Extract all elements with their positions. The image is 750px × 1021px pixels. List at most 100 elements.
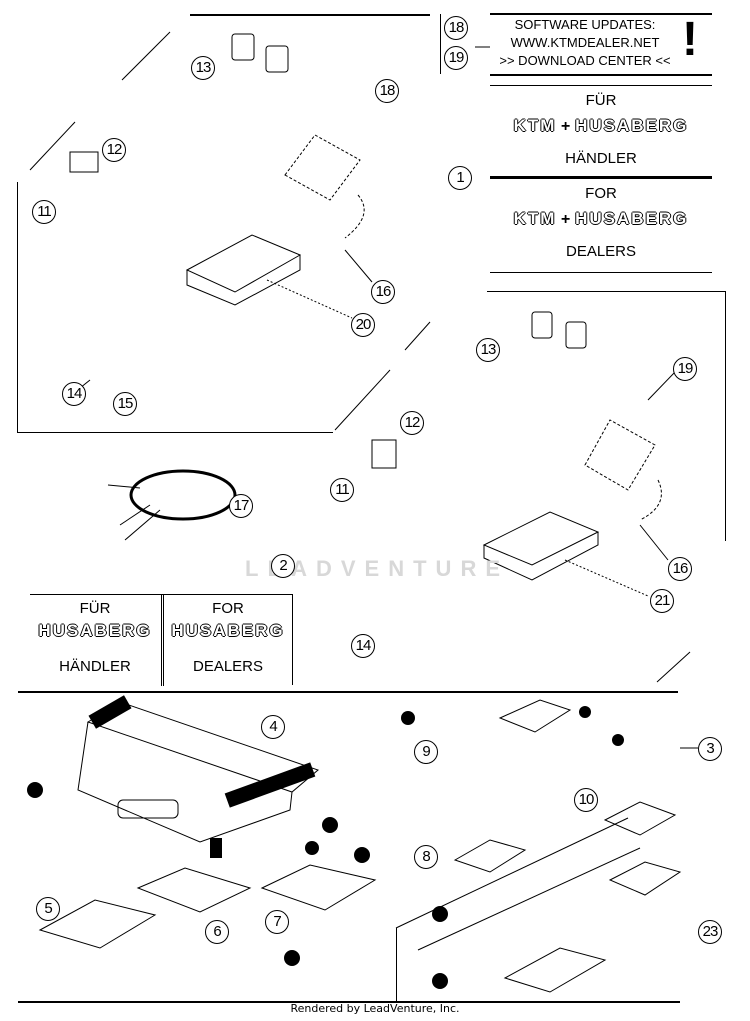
callout-19-notice[interactable]: 19 <box>444 46 468 70</box>
label-fur: FÜR <box>79 600 111 617</box>
callout-5[interactable]: 5 <box>36 897 60 921</box>
notice-bottom-rule <box>490 74 712 76</box>
software-card-19 <box>584 419 656 491</box>
software-card-18 <box>284 134 361 201</box>
pin-card-6 <box>136 867 252 913</box>
label-fur: FÜR <box>585 92 617 109</box>
plus-sign: + <box>560 118 571 135</box>
plug-part <box>612 734 624 746</box>
label-handler: HÄNDLER <box>565 150 637 167</box>
cap-part-13 <box>265 45 289 73</box>
callout-8[interactable]: 8 <box>414 845 438 869</box>
plug-part <box>305 841 319 855</box>
label-for: FOR <box>212 600 244 617</box>
footer-credit: Rendered by LeadVenture, Inc. <box>290 1002 460 1015</box>
plug-part-9 <box>401 711 415 725</box>
ktm-husaberg-label-en: FOR KTM + HUSABERG DEALERS <box>490 183 712 263</box>
callout-21[interactable]: 21 <box>650 589 674 613</box>
plug-part <box>284 950 300 966</box>
frame-diagonal <box>404 321 431 351</box>
callout-15[interactable]: 15 <box>113 392 137 416</box>
notice-line-3: >> DOWNLOAD CENTER << <box>499 53 671 68</box>
callout-11b[interactable]: 11 <box>330 478 354 502</box>
callout-14a[interactable]: 14 <box>62 382 86 406</box>
callout-17[interactable]: 17 <box>229 494 253 518</box>
label-top-rule <box>490 85 712 86</box>
module-10 <box>603 801 677 836</box>
group2-frame-right <box>725 291 726 541</box>
ktm-logo: KTM <box>513 116 557 135</box>
husaberg-logo: HUSABERG <box>575 116 689 135</box>
callout-6[interactable]: 6 <box>205 920 229 944</box>
callout-4[interactable]: 4 <box>261 715 285 739</box>
adapter-12 <box>371 439 397 469</box>
top-frame-line <box>190 14 430 16</box>
callout-12a[interactable]: 12 <box>102 138 126 162</box>
section-divider <box>18 691 678 693</box>
software-notice: SOFTWARE UPDATES: WWW.KTMDEALER.NET >> D… <box>490 16 680 70</box>
group2-frame-top <box>487 291 725 292</box>
pin-card-5 <box>38 899 157 949</box>
plug-part <box>579 706 591 718</box>
callout-12b[interactable]: 12 <box>400 411 424 435</box>
pin-card-23 <box>503 947 607 993</box>
husaberg-label-de: FÜR HUSABERG HÄNDLER <box>30 598 160 678</box>
label-handler: HÄNDLER <box>59 658 131 675</box>
notice-top-rule <box>490 13 712 15</box>
callout-20[interactable]: 20 <box>351 313 375 337</box>
husaberg-logo: HUSABERG <box>165 620 291 644</box>
adapter-12 <box>69 151 99 173</box>
cap-part-13 <box>231 33 255 61</box>
callout-16a[interactable]: 16 <box>371 280 395 304</box>
husaberg-label-en: FOR HUSABERG DEALERS <box>165 598 291 678</box>
frame-diagonal <box>121 31 171 81</box>
tester-unit-20 <box>185 234 302 293</box>
notice-line-1: SOFTWARE UPDATES: <box>514 17 656 32</box>
label-bottom-rule <box>490 272 712 273</box>
callout-13a[interactable]: 13 <box>191 56 215 80</box>
callout-16b[interactable]: 16 <box>668 557 692 581</box>
callout-23[interactable]: 23 <box>698 920 722 944</box>
callout-2[interactable]: 2 <box>271 554 295 578</box>
callout-10[interactable]: 10 <box>574 788 598 812</box>
plug-part <box>322 817 338 833</box>
callout-18-notice[interactable]: 18 <box>444 16 468 40</box>
cable-17 <box>129 469 237 521</box>
frame-diagonal <box>29 121 76 171</box>
callout-11a[interactable]: 11 <box>32 200 56 224</box>
husaberg-logo-text: HUSABERG <box>38 621 152 640</box>
callout-19[interactable]: 19 <box>673 357 697 381</box>
module-3 <box>498 699 572 733</box>
ktm-logo: KTM <box>513 209 557 228</box>
callout-13b[interactable]: 13 <box>476 338 500 362</box>
cap-part-13 <box>531 311 553 339</box>
husaberg-logo: HUSABERG <box>30 620 160 644</box>
group3-bracket-line <box>396 928 397 1002</box>
callout-14b[interactable]: 14 <box>351 634 375 658</box>
callout-9[interactable]: 9 <box>414 740 438 764</box>
frame-diagonal <box>656 651 691 683</box>
case-foot <box>210 838 222 858</box>
label-dealers: DEALERS <box>565 243 637 260</box>
notice-bracket-line <box>440 14 441 74</box>
pin-card-7 <box>260 864 377 911</box>
group1-frame-bottom <box>17 432 333 433</box>
plus-sign: + <box>560 211 571 228</box>
plug-part <box>354 847 370 863</box>
husaberg-logo-text: HUSABERG <box>171 621 285 640</box>
callout-7[interactable]: 7 <box>265 910 289 934</box>
ktm-husaberg-label: FÜR KTM + HUSABERG HÄNDLER <box>490 90 712 170</box>
module-8 <box>453 839 527 873</box>
husaberg-logo: HUSABERG <box>575 209 689 228</box>
plug-part <box>432 906 448 922</box>
callout-1[interactable]: 1 <box>448 166 472 190</box>
cap-part-13 <box>565 321 587 349</box>
label-brands-de: KTM + HUSABERG <box>490 112 712 140</box>
group1-frame-left <box>17 182 18 432</box>
callout-3[interactable]: 3 <box>698 737 722 761</box>
husaberg-label-divider <box>161 594 164 686</box>
callout-18[interactable]: 18 <box>375 79 399 103</box>
frame-diagonal <box>334 369 391 431</box>
plug-part <box>27 782 43 798</box>
